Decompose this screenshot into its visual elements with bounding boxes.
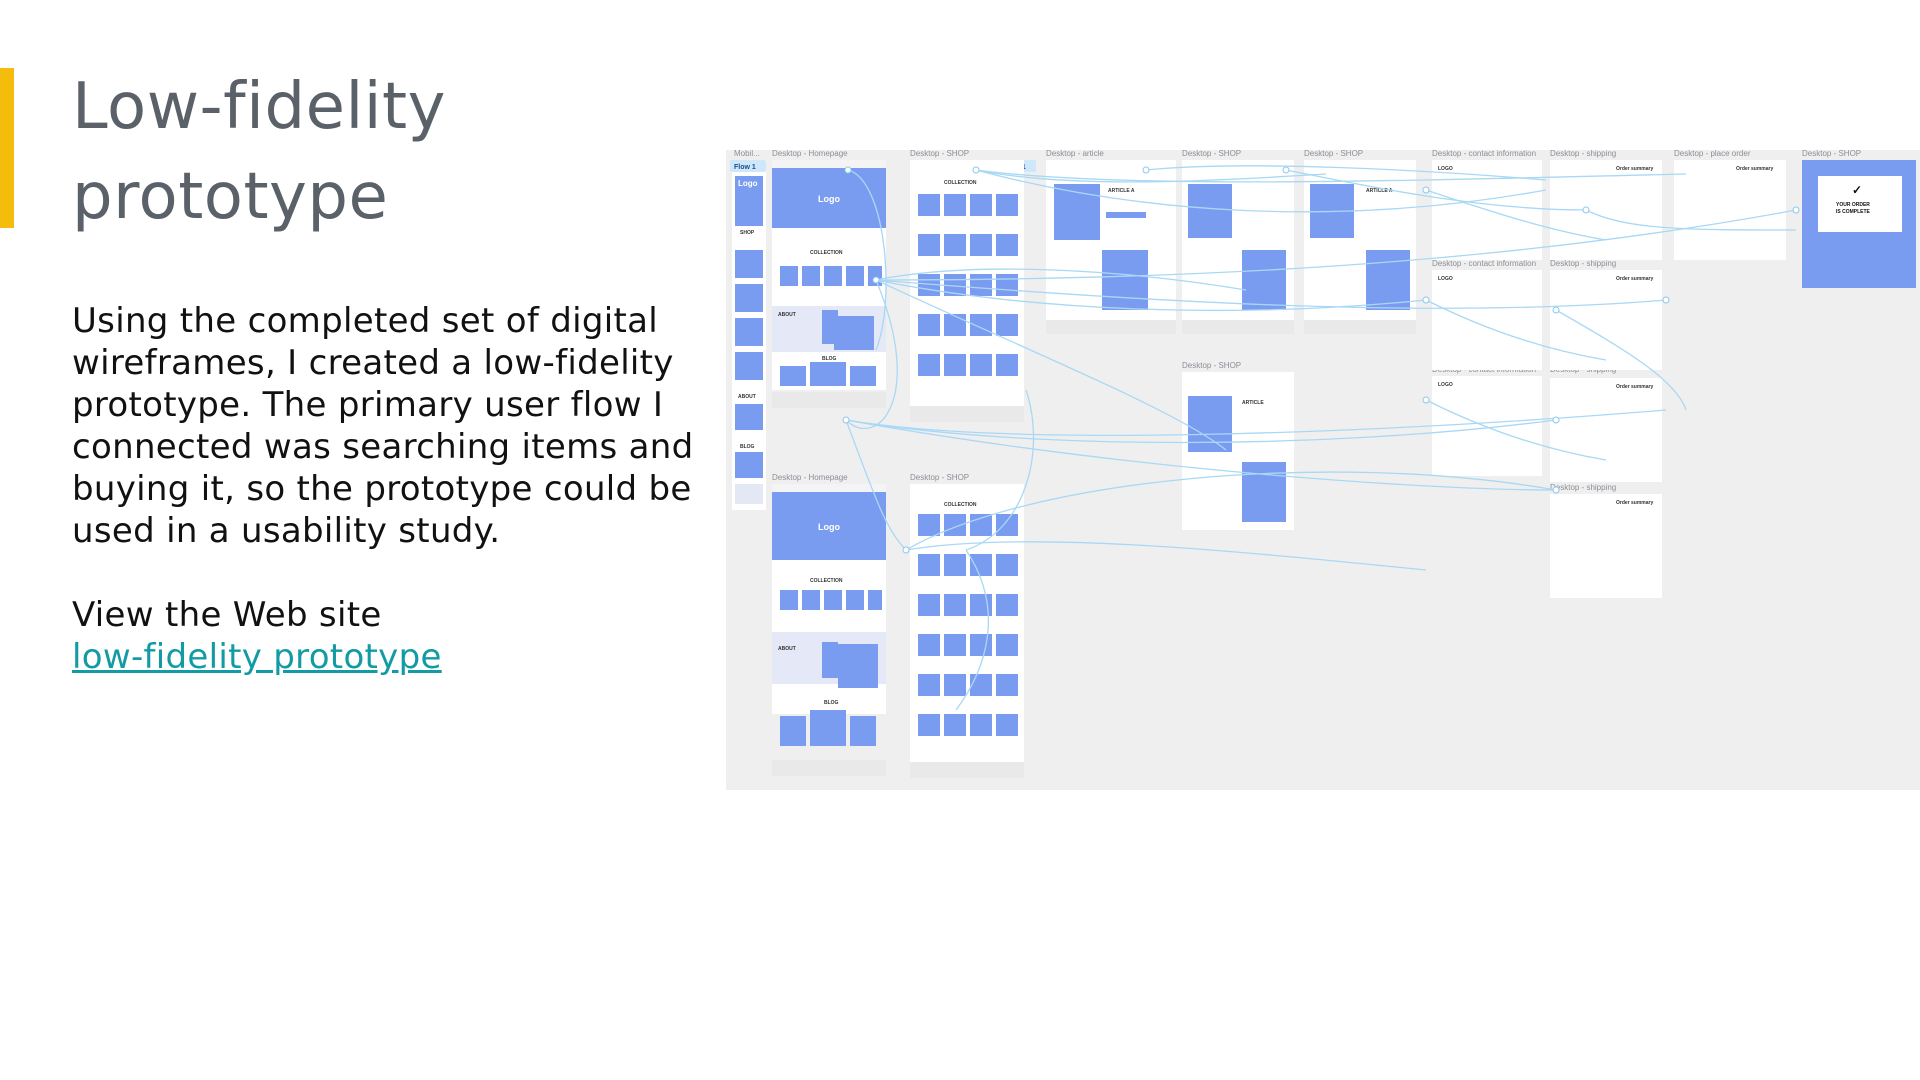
label-homepage: Desktop - Homepage	[772, 150, 848, 158]
label-shop-3: Desktop - SHOP	[1304, 150, 1363, 158]
label-shipping-4: Desktop - shipping	[1550, 483, 1616, 492]
article-frame: ARTICLE A	[1046, 160, 1176, 334]
svg-text:Flow 1: Flow 1	[734, 164, 756, 171]
svg-text:LOGO: LOGO	[1438, 382, 1453, 388]
homepage-frame-2: Logo COLLECTION ABOUT BLOG	[772, 484, 886, 776]
flow-connections	[845, 165, 1797, 711]
title-line-1: Low-fidelity	[72, 70, 446, 144]
svg-text:LOGO: LOGO	[1438, 166, 1453, 172]
view-site-text: View the Web site	[72, 595, 382, 635]
label-shipping-2: Desktop - shipping	[1550, 259, 1616, 268]
order-complete-frame: ✓ YOUR ORDER IS COMPLETE	[1802, 160, 1916, 288]
label-shop-4: Desktop - SHOP	[910, 473, 969, 482]
label-shop-2: Desktop - SHOP	[1182, 150, 1241, 158]
shop2-collection: COLLECTION	[944, 502, 977, 508]
shop-detail-frame-2: ARTICLE A	[1304, 160, 1416, 334]
label-shipping: Desktop - shipping	[1550, 150, 1616, 158]
flow-hotspots	[842, 166, 1800, 554]
label-shop-final: Desktop - SHOP	[1802, 150, 1861, 158]
svg-text:Order summary: Order summary	[1736, 166, 1773, 172]
flow-start-badge[interactable]: Flow 1	[730, 160, 766, 172]
svg-text:Order summary: Order summary	[1616, 276, 1653, 282]
mobile-shop: SHOP	[740, 230, 755, 236]
contact-logos: LOGO LOGO LOGO	[1438, 166, 1453, 388]
label-contact-2: Desktop - contact information	[1432, 259, 1536, 268]
prototype-canvas: Mobil... Desktop - Homepage Desktop - SH…	[730, 150, 1916, 778]
homepage-frame: Logo COLLECTION ABOUT BLOG	[772, 160, 886, 408]
home-logo: Logo	[818, 194, 840, 204]
home2-blog: BLOG	[824, 700, 839, 706]
svg-text:YOUR ORDER: YOUR ORDER	[1836, 202, 1870, 208]
shipping-summaries: Order summary Order summary Order summar…	[1616, 166, 1653, 506]
label-contact: Desktop - contact information	[1432, 150, 1536, 158]
mobile-about: ABOUT	[738, 394, 756, 400]
slide-title: Low-fidelity prototype	[72, 62, 632, 242]
mobile-blog: BLOG	[740, 444, 755, 450]
description-paragraph: Using the completed set of digital wiref…	[72, 301, 694, 551]
article-title: ARTICLE A	[1108, 188, 1135, 194]
label-homepage-2: Desktop - Homepage	[772, 473, 848, 482]
check-icon: ✓	[1852, 183, 1862, 197]
home-collection: COLLECTION	[810, 250, 843, 256]
svg-text:Order summary: Order summary	[1616, 500, 1653, 506]
home2-logo: Logo	[818, 522, 840, 532]
article-frame-2: ARTICLE	[1182, 372, 1294, 530]
mobile-frame: Logo SHOP ABOUT BLOG	[732, 160, 766, 510]
prototype-link[interactable]: low-fidelity prototype	[72, 637, 442, 677]
prototype-screenshot: Mobil... Desktop - Homepage Desktop - SH…	[726, 150, 1920, 790]
shop-collection: COLLECTION	[944, 180, 977, 186]
title-line-2: prototype	[72, 160, 389, 234]
home2-collection: COLLECTION	[810, 578, 843, 584]
home-blog: BLOG	[822, 356, 837, 362]
svg-text:IS COMPLETE: IS COMPLETE	[1836, 209, 1871, 215]
shipping-frame	[1550, 160, 1662, 598]
svg-text:LOGO: LOGO	[1438, 276, 1453, 282]
article-title-3: ARTICLE	[1242, 400, 1264, 406]
home-about: ABOUT	[778, 312, 796, 318]
accent-bar	[0, 68, 14, 228]
svg-text:Order summary: Order summary	[1616, 166, 1653, 172]
shop-frame: COLLECTION	[910, 160, 1024, 422]
contact-frame	[1432, 160, 1542, 476]
article-title-2: ARTICLE A	[1366, 188, 1393, 194]
home2-about: ABOUT	[778, 646, 796, 652]
shop-frame-2: COLLECTION	[910, 484, 1024, 778]
mobile-logo: Logo	[738, 179, 758, 188]
place-order-frame: Order summary	[1674, 160, 1786, 260]
label-article: Desktop - article	[1046, 150, 1104, 158]
view-site-block: View the Web site low-fidelity prototype	[72, 594, 672, 678]
label-shop-5: Desktop - SHOP	[1182, 361, 1241, 370]
shop-detail-frame	[1182, 160, 1294, 334]
label-shop: Desktop - SHOP	[910, 150, 969, 158]
label-place-order: Desktop - place order	[1674, 150, 1751, 158]
svg-text:Order summary: Order summary	[1616, 384, 1653, 390]
label-mobile: Mobil...	[734, 150, 760, 158]
